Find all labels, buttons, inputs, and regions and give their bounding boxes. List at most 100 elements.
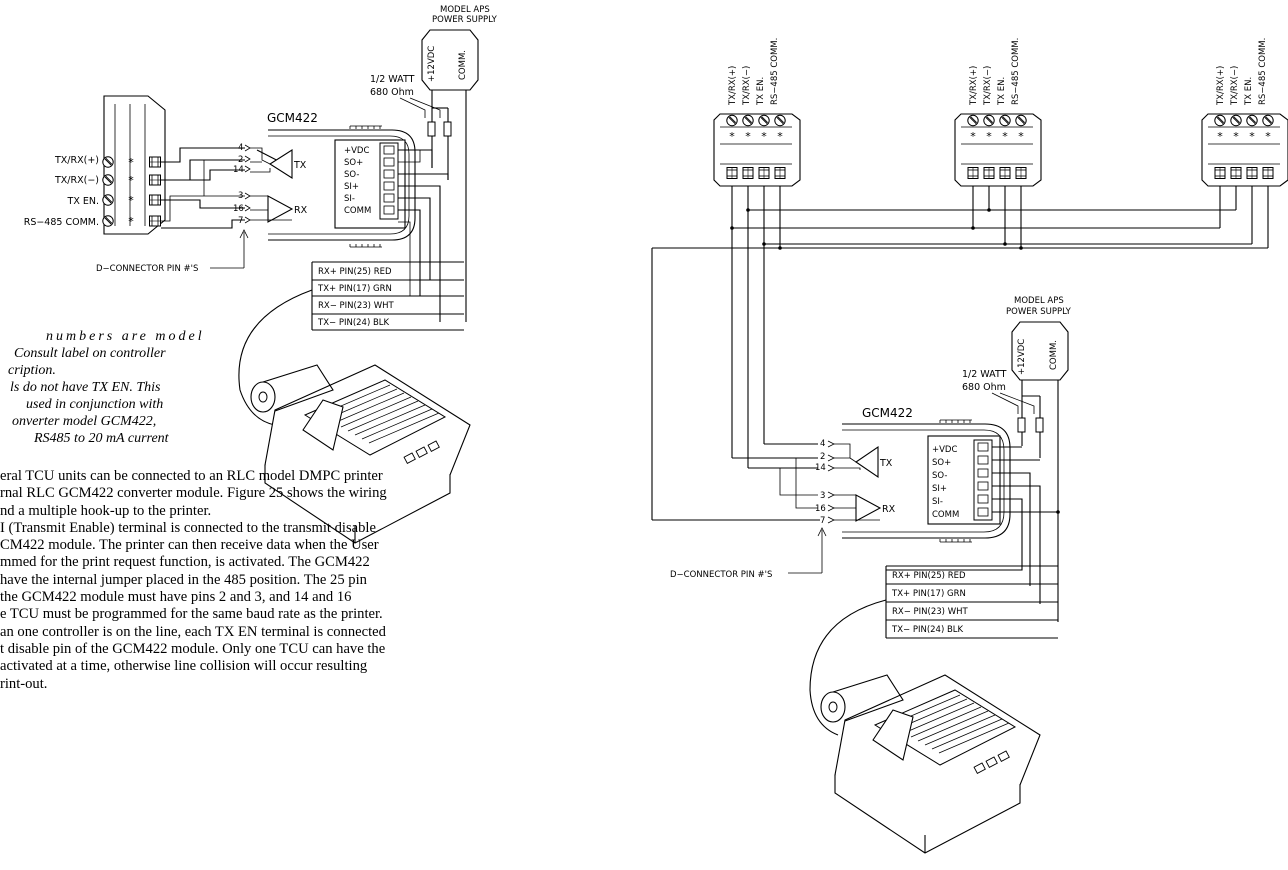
vlabel-a-1: TX/RX(+) (728, 66, 738, 106)
svg-text:*: * (128, 156, 134, 169)
body-line-5: CM422 module. The printer can then recei… (0, 537, 379, 554)
body-line-12: activated at a time, otherwise line coll… (0, 658, 368, 675)
term-si-minus-right: SI- (932, 497, 943, 507)
vlabel-c-4: RS−485 COMM. (1258, 38, 1268, 105)
body-line-8: the GCM422 module must have pins 2 and 3… (0, 589, 352, 606)
vlabel-a-2: TX/RX(−) (742, 66, 752, 106)
term-so-minus-left: SO- (344, 170, 359, 180)
notes-text: numbers are model Consult label on contr… (0, 328, 500, 447)
pin-7-left: 7 (238, 216, 243, 226)
pin-16-right: 16 (815, 504, 826, 514)
note-line-5: used in conjunction with (26, 397, 164, 412)
vlabel-b-3: TX EN. (997, 77, 1007, 106)
wire-tx-minus-right: TX− PIN(24) BLK (891, 625, 964, 635)
tx-label-left: TX (293, 160, 307, 171)
term-label-rs485comm-left: RS−485 COMM. (24, 217, 99, 228)
printer-wire-table-left: RX+ PIN(25) RED TX+ PIN(17) GRN RX− PIN(… (311, 261, 464, 331)
pin-16-left: 16 (233, 204, 244, 214)
term-si-minus-left: SI- (344, 194, 355, 204)
body-line-1: eral TCU units can be connected to an RL… (0, 468, 383, 484)
vlabel-c-1: TX/RX(+) (1216, 66, 1226, 106)
note-line-2: Consult label on controller (14, 346, 166, 361)
term-comm-left: COMM (344, 206, 371, 216)
body-line-7: have the internal jumper placed in the 4… (0, 571, 367, 588)
vlabel-b-1: TX/RX(+) (969, 66, 979, 106)
terminal-block-c (1202, 114, 1288, 186)
gcm422-title-left: GCM422 (267, 111, 318, 125)
resistor-watt-right: 1/2 WATT (962, 369, 1007, 380)
pin-7-right: 7 (820, 516, 825, 526)
wire-rx-minus-left: RX− PIN(23) WHT (318, 301, 394, 311)
body-line-11: t disable pin of the GCM422 module. Only… (0, 640, 386, 657)
terminal-block-left: * * * * (102, 95, 166, 235)
wire-rx-plus-left: RX+ PIN(25) RED (318, 267, 392, 277)
vlabel-c-2: TX/RX(−) (1230, 66, 1240, 106)
body-line-13: rint-out. (0, 675, 48, 692)
vlabel-a-3: TX EN. (756, 77, 766, 106)
wire-tx-plus-left: TX+ PIN(17) GRN (317, 284, 392, 294)
pin-14-right: 14 (815, 463, 826, 473)
note-line-6: onverter model GCM422, (12, 414, 157, 429)
term-vdc-left: +VDC (344, 146, 369, 156)
body-line-6: mmed for the print request function, is … (0, 554, 370, 571)
psu-title-2: POWER SUPPLY (432, 15, 498, 25)
psu-title-1-right: MODEL APS (1014, 296, 1064, 306)
psu-title-2-right: POWER SUPPLY (1006, 307, 1072, 317)
term-comm-right: COMM (932, 510, 959, 520)
body-text: eral TCU units can be connected to an RL… (0, 468, 500, 693)
resistor-ohm: 680 Ohm (370, 87, 414, 98)
note-line-3: cription. (8, 363, 56, 378)
dconn-label-left: D−CONNECTOR PIN #'S (96, 264, 198, 274)
psu-12vdc: +12VDC (427, 46, 437, 82)
printer-right (820, 674, 1041, 854)
wire-rx-plus-right: RX+ PIN(25) RED (892, 571, 966, 581)
pin-3-right: 3 (820, 491, 825, 501)
svg-text:*: * (128, 174, 134, 187)
right-diagram: TX/RX(+) TX/RX(−) TX EN. RS−485 COMM. TX… (651, 38, 1288, 854)
svg-text:*: * (128, 194, 134, 207)
pin-4-right: 4 (820, 439, 825, 449)
wire-tx-plus-right: TX+ PIN(17) GRN (891, 589, 966, 599)
term-si-plus-right: SI+ (932, 484, 947, 494)
body-line-9: e TCU must be programmed for the same ba… (0, 606, 383, 623)
term-vdc-right: +VDC (932, 445, 957, 455)
term-label-txrx-plus-left: TX/RX(+) (54, 155, 99, 166)
note-line-7: RS485 to 20 mA current (34, 431, 169, 446)
resistor-watt: 1/2 WATT (370, 74, 415, 85)
terminal-block-b (955, 114, 1041, 186)
note-line-4: ls do not have TX EN. This (10, 380, 161, 395)
vlabel-b-4: RS−485 COMM. (1011, 38, 1021, 105)
printer-wire-table-right: RX+ PIN(25) RED TX+ PIN(17) GRN RX− PIN(… (885, 565, 1058, 639)
gcm422-title-right: GCM422 (862, 406, 913, 420)
body-line-2: rnal RLC GCM422 converter module. Figure… (0, 485, 387, 502)
body-line-3: nd a multiple hook-up to the printer. (0, 502, 212, 519)
term-so-plus-left: SO+ (344, 158, 363, 168)
term-label-txrx-minus-left: TX/RX(−) (54, 175, 99, 186)
wire-rx-minus-right: RX− PIN(23) WHT (892, 607, 968, 617)
dconn-label-right: D−CONNECTOR PIN #'S (670, 570, 772, 580)
term-so-minus-right: SO- (932, 471, 947, 481)
term-so-plus-right: SO+ (932, 458, 951, 468)
psu-comm-right: COMM. (1049, 340, 1059, 370)
term-label-txen-left: TX EN. (67, 196, 99, 207)
resistor-ohm-right: 680 Ohm (962, 382, 1006, 393)
vlabel-a-4: RS−485 COMM. (770, 38, 780, 105)
rx-label-left: RX (294, 205, 308, 216)
pin-2-right: 2 (820, 452, 825, 462)
body-line-4: I (Transmit Enable) terminal is connecte… (0, 519, 376, 536)
vlabel-b-2: TX/RX(−) (983, 66, 993, 106)
psu-12vdc-right: +12VDC (1017, 339, 1027, 375)
power-supply-right: MODEL APS POWER SUPPLY +12VDC COMM. (1006, 296, 1072, 622)
psu-title-1: MODEL APS (440, 5, 490, 15)
power-supply-left: MODEL APS POWER SUPPLY +12VDC COMM. (421, 5, 498, 322)
svg-text:*: * (128, 215, 134, 228)
left-diagram: MODEL APS POWER SUPPLY +12VDC COMM. 1/2 … (24, 5, 498, 544)
wire-tx-minus-left: TX− PIN(24) BLK (317, 318, 390, 328)
body-line-10: an one controller is on the line, each T… (0, 623, 386, 640)
vlabel-c-3: TX EN. (1244, 77, 1254, 106)
psu-comm: COMM. (458, 50, 468, 80)
tx-label-right: TX (879, 458, 893, 469)
gcm422-right: +VDC SO+ SO- SI+ SI- COMM TX RX (815, 419, 1011, 543)
rx-label-right: RX (882, 504, 896, 515)
